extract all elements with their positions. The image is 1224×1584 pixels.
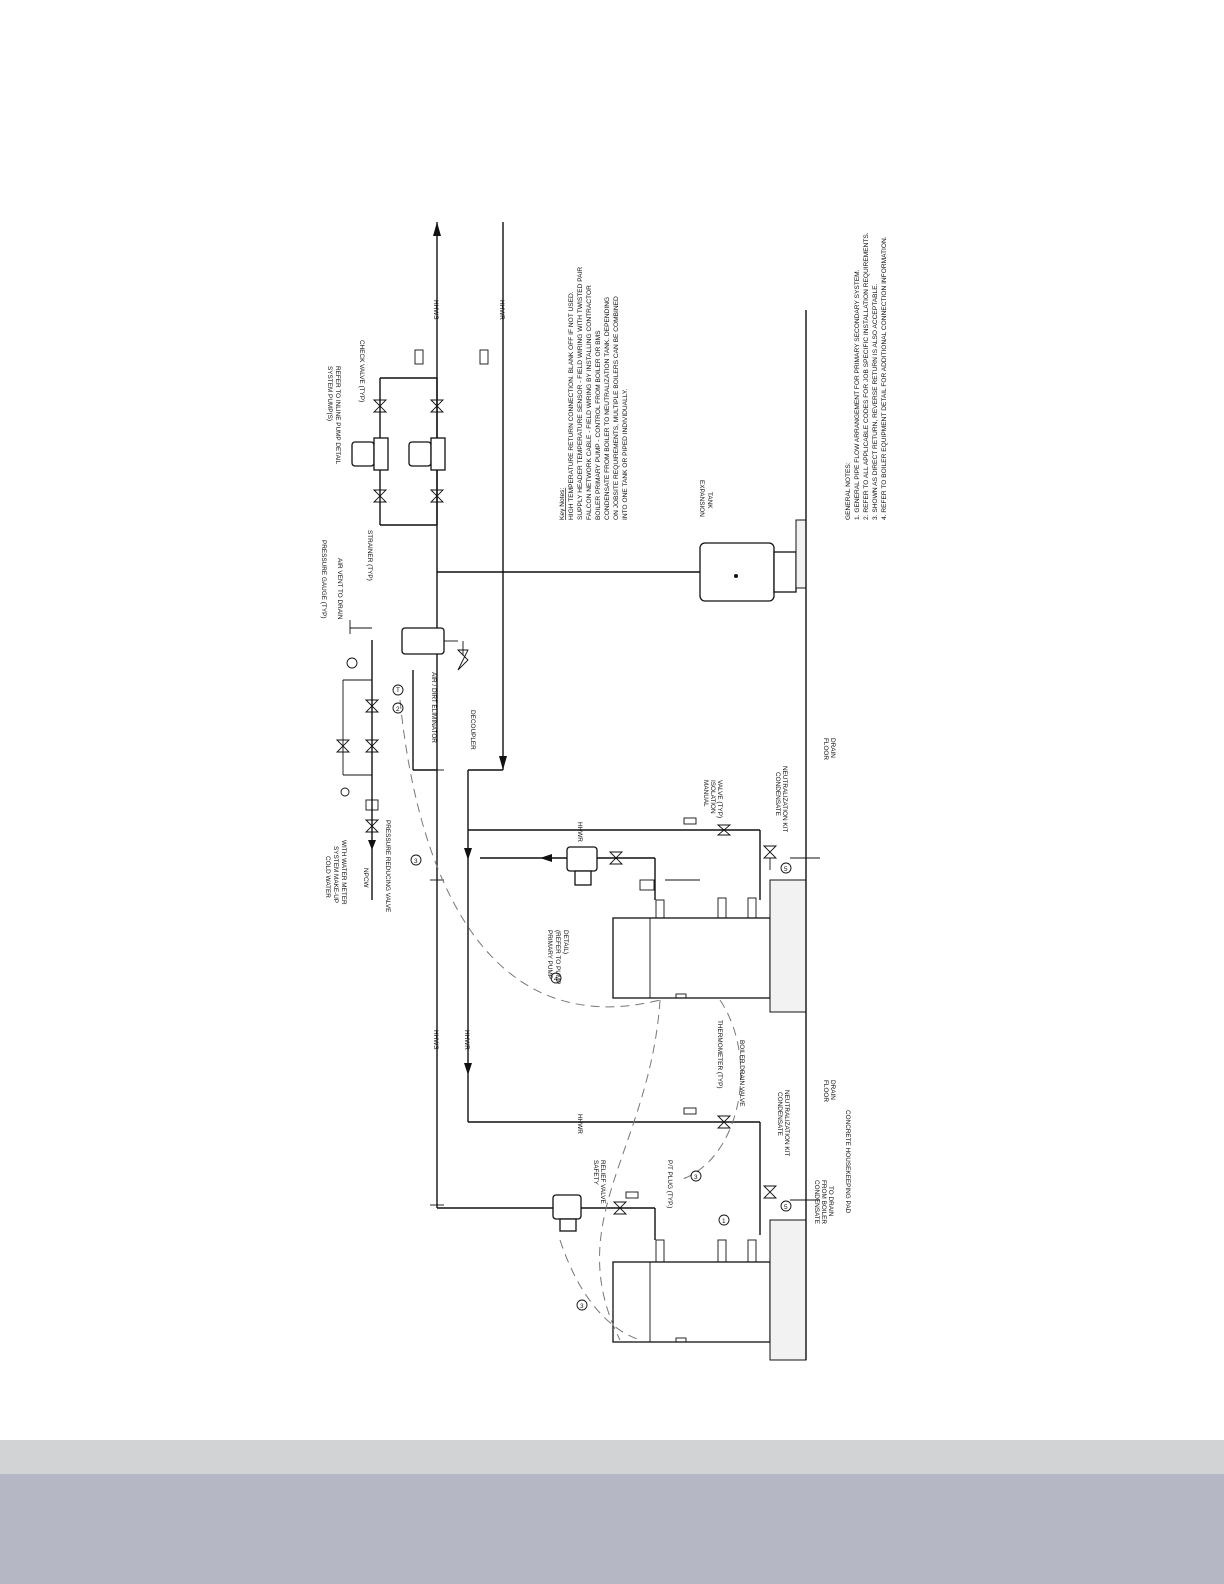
system-pumps (351, 349, 489, 526)
key-notes: Key Notes: HIGH TEMPERATURE RETURN CONNE… (559, 267, 629, 520)
label-safety-relief-2: RELIEF VALVE (599, 1160, 606, 1204)
tag-3a: 3 (414, 858, 418, 865)
tag-3b: 3 (694, 1174, 698, 1181)
label-cond-neut-b2: NEUTRALIZATION KIT (783, 1090, 790, 1156)
supply-header (430, 222, 565, 1209)
label-pressure-gauge: PRESSURE GAUGE (TYP) (320, 540, 327, 618)
tag-3c: 3 (580, 1303, 584, 1310)
label-floor-drain-b2: DRAIN (829, 1080, 836, 1100)
label-decoupler: DECOUPLER (469, 710, 476, 750)
label-floor-drain-b1: FLOOR (822, 1080, 829, 1102)
tag-5a: 5 (784, 866, 788, 873)
boiler-1-piping (468, 817, 820, 900)
key-note-6: ON JOBSITE REQUIREMENTS, MULTIPLE BOILER… (613, 296, 620, 520)
label-thermometer: THERMOMETER (TYP) (716, 1020, 723, 1089)
label-floor-drain-1: FLOOR (822, 738, 829, 760)
key-note-2: SUPPLY HEADER TEMPERATURE SENSOR - FIELD… (577, 267, 584, 520)
label-hhwr-b: HHWR (463, 1030, 470, 1050)
boiler-2 (612, 1219, 807, 1361)
label-system-pumps-1: SYSTEM PUMP(S) (326, 366, 333, 421)
boiler-2-piping (468, 1107, 820, 1240)
expansion-tank (437, 519, 807, 602)
network-cable-dashed (399, 699, 742, 1341)
tag-4: 4 (554, 976, 558, 983)
label-manual-iso-1: MANUAL (702, 780, 709, 807)
label-hhws-b: HHWS (432, 1030, 439, 1050)
label-air-vent: AIR VENT TO DRAIN (336, 558, 343, 620)
label-primary-pump-2: (REFER TO PUMP (554, 930, 561, 984)
label-manual-iso-2: ISOLATION (709, 780, 716, 814)
pipe-labels: HHWS HHWR HHWS HHWR HHWR HHWR NPCW (362, 300, 583, 1134)
footer-band-dark (0, 1474, 1224, 1584)
number-tags: T 2 3 4 5 3 1 5 3 (392, 684, 792, 1311)
label-air-dirt-eliminator: AIR / DIRT ELIMINATOR (430, 672, 437, 743)
label-primary-pump-1: PRIMARY PUMP (546, 930, 553, 979)
label-water-meter: WITH WATER METER (340, 840, 347, 905)
label-pressure-reducing-valve: PRESSURE REDUCING VALVE (384, 820, 391, 912)
label-cold-water: COLD WATER (324, 856, 331, 898)
label-strainer: STRAINER (TYP) (366, 530, 373, 581)
label-hhwr-d: HHWR (576, 1114, 583, 1134)
tag-1: 1 (722, 1218, 726, 1225)
key-note-1: HIGH TEMPERATURE RETURN CONNECTION. BLAN… (568, 291, 575, 520)
label-manual-iso-3: VALVE (TYP) (716, 780, 723, 818)
makeup-water-assembly (335, 620, 380, 900)
label-primary-pump-3: DETAIL) (562, 930, 569, 954)
tag-t: T (396, 687, 400, 694)
footer-band-light (0, 1440, 1224, 1474)
label-system-pumps-2: REFER TO INLINE PUMP DETAIL (334, 366, 341, 465)
key-note-7: INTO ONE TANK OR PIPED INDIVIDUALLY. (622, 389, 629, 520)
tag-5b: 5 (784, 1204, 788, 1211)
callout-labels: COLD WATER SYSTEM MAKE-UP WITH WATER MET… (320, 340, 851, 1224)
label-floor-drain-2: DRAIN (829, 738, 836, 758)
label-cond-from-boiler-2: FROM BOILER (820, 1180, 827, 1224)
label-cond-from-boiler-1: CONDENSATE (813, 1180, 820, 1224)
label-expansion-1: EXPANSION (698, 480, 705, 517)
boiler-1 (612, 879, 807, 1013)
label-cond-neut-b1: CONDENSATE (776, 1092, 783, 1136)
label-cond-neut-1: CONDENSATE (774, 772, 781, 816)
key-note-3: FALCON NETWORK CABLE - FIELD WIRING BY I… (586, 285, 593, 520)
label-boiler-drain-valve: BOILER DRAIN VALVE (738, 1040, 745, 1107)
key-notes-title: Key Notes: (559, 488, 566, 520)
label-cond-from-boiler-3: TO DRAIN (827, 1186, 834, 1217)
label-hhwr-a: HHWR (498, 300, 505, 320)
general-notes-title: GENERAL NOTES: (845, 462, 852, 520)
label-cond-neut-2: NEUTRALIZATION KIT (781, 766, 788, 832)
label-expansion-2: TANK (706, 492, 713, 509)
label-npcw: NPCW (362, 868, 369, 888)
label-hhwr-c: HHWR (576, 822, 583, 842)
label-safety-relief-1: SAFETY (592, 1160, 599, 1186)
general-note-2: 2. REFER TO ALL APPLICABLE CODES FOR JOB… (863, 232, 870, 520)
piping-diagram: T 2 3 4 5 3 1 5 3 HHWS HHWR HHWS HHWR HH… (320, 222, 888, 1361)
return-header (464, 222, 507, 1122)
key-note-4: BOILER PRIMARY PUMP - CONTROL FROM BOILE… (595, 330, 602, 520)
air-dirt-eliminator (401, 627, 469, 671)
label-concrete-pad: CONCRETE HOUSEKEEPING PAD (844, 1110, 851, 1214)
label-pt-plug: P/T PLUG (TYP.) (666, 1160, 673, 1208)
key-note-5: CONDENSATE FROM BOILER TO NEUTRALIZATION… (604, 297, 611, 520)
tag-2: 2 (396, 706, 400, 713)
label-system-makeup: SYSTEM MAKE-UP (332, 846, 339, 903)
general-notes: GENERAL NOTES: 1. GENERAL PIPE FLOW ARRA… (845, 232, 888, 520)
label-hhws-a: HHWS (432, 300, 439, 320)
general-note-4: 4. REFER TO BOILER EQUIPMENT DETAIL FOR … (881, 236, 888, 520)
general-note-3: 3. SHOWN AS DIRECT RETURN, REVERSE RETUR… (872, 283, 879, 520)
general-note-1: 1. GENERAL PIPE FLOW ARRANGEMENT FOR PRI… (854, 269, 861, 520)
label-check-valve: CHECK VALVE (TYP) (358, 340, 365, 402)
